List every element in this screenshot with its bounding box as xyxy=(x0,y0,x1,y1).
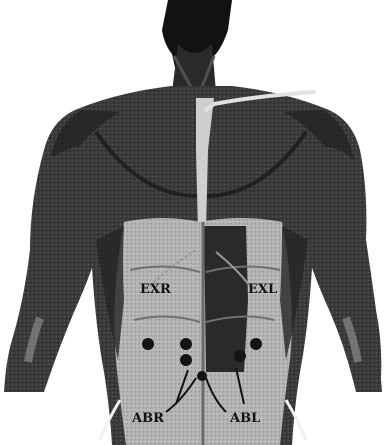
abr-electrode-lower xyxy=(180,354,192,366)
label-exr: EXR xyxy=(140,282,171,297)
abdomen-dark-block xyxy=(204,226,248,372)
ground-electrode xyxy=(197,371,207,381)
label-abl: ABL xyxy=(229,411,260,426)
abl-electrode-upper xyxy=(234,350,246,362)
exl-electrode xyxy=(250,338,262,350)
label-exl: EXL xyxy=(248,282,277,297)
abr-electrode-upper xyxy=(180,338,192,350)
exr-electrode xyxy=(142,338,154,350)
label-abr: ABR xyxy=(131,411,164,426)
